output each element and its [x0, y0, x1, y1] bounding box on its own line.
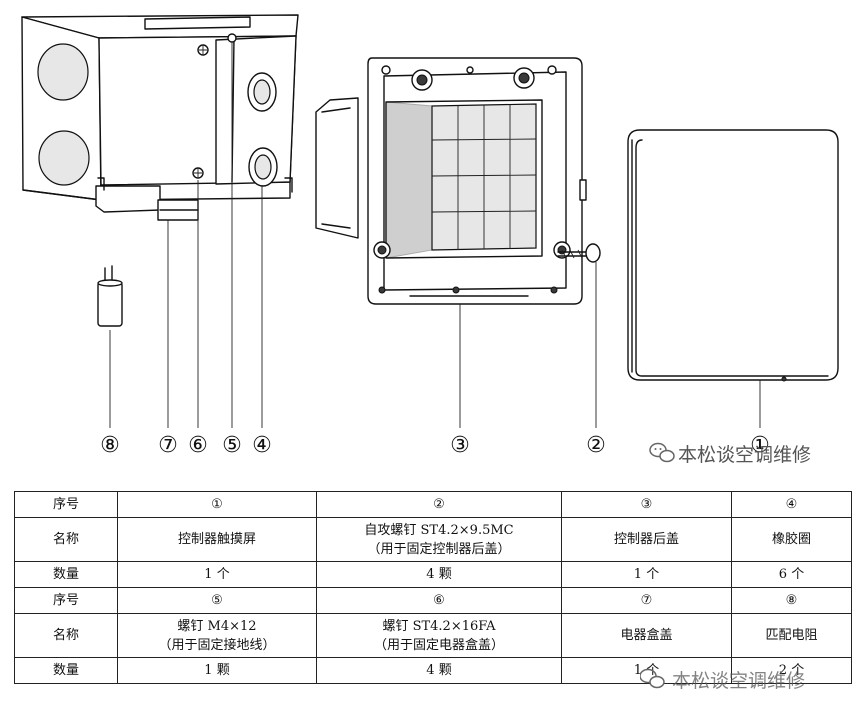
- wechat-logo-icon: [639, 668, 665, 689]
- quantity-cell: 4 颗: [316, 657, 562, 684]
- index-cell: ③: [561, 491, 732, 518]
- quantity-cell: 1 个: [561, 657, 732, 684]
- matching-resistor: [97, 265, 123, 428]
- name-cell: 控制器触摸屏: [117, 517, 317, 562]
- table-row: 序号 ① ② ③ ④: [14, 491, 852, 518]
- table-row: 序号 ⑤ ⑥ ⑦ ⑧: [14, 587, 852, 614]
- table-row: 数量 1 颗 4 颗 1 个 2 个: [14, 657, 852, 684]
- callout-8: ⑧: [100, 433, 120, 458]
- name-cell: 螺钉 ST4.2×16FA （用于固定电器盒盖）: [316, 613, 562, 658]
- row-label-quantity: 数量: [14, 561, 118, 588]
- callout-3: ③: [450, 433, 470, 458]
- touch-screen: [627, 129, 839, 428]
- name-cell: 自攻螺钉 ST4.2×9.5MC （用于固定控制器后盖）: [316, 517, 562, 562]
- self-tapping-screw: [557, 243, 601, 428]
- callout-5: ⑤: [222, 433, 242, 458]
- quantity-cell: 2 个: [731, 657, 852, 684]
- row-label-name: 名称: [14, 517, 118, 562]
- name-cell: 控制器后盖: [561, 517, 732, 562]
- index-cell: ①: [117, 491, 317, 518]
- index-cell: ②: [316, 491, 562, 518]
- box-leader-lines: [167, 42, 263, 428]
- watermark-lower: 本松谈空调维修: [639, 666, 806, 693]
- quantity-cell: 1 颗: [117, 657, 317, 684]
- watermark-text: 本松谈空调维修: [672, 670, 806, 692]
- callout-labels: ⑧ ⑦ ⑥ ⑤ ④ ③ ② ①: [100, 433, 770, 458]
- table-row: 名称 螺钉 M4×12 （用于固定接地线） 螺钉 ST4.2×16FA （用于固…: [14, 613, 852, 658]
- table-row: 数量 1 个 4 颗 1 个 6 个: [14, 561, 852, 588]
- watermark-text: 本松谈空调维修: [678, 444, 811, 466]
- table-row: 名称 控制器触摸屏 自攻螺钉 ST4.2×9.5MC （用于固定控制器后盖） 控…: [14, 517, 852, 562]
- callout-1: ①: [750, 433, 770, 458]
- index-cell: ⑦: [561, 587, 732, 614]
- quantity-cell: 1 个: [561, 561, 732, 588]
- row-label-name: 名称: [14, 613, 118, 658]
- controller-back-cover: [315, 57, 587, 428]
- exploded-view-drawing: ⑧ ⑦ ⑥ ⑤ ④ ③ ② ① 本松谈空调维修: [21, 14, 839, 466]
- parts-table: 序号 ① ② ③ ④ 名称 控制器触摸屏 自攻螺钉 ST4.2×9.5MC （用…: [14, 491, 852, 684]
- name-cell: 螺钉 M4×12 （用于固定接地线）: [117, 613, 317, 658]
- callout-7: ⑦: [158, 433, 178, 458]
- row-label-index: 序号: [14, 587, 118, 614]
- name-cell: 橡胶圈: [731, 517, 852, 562]
- row-label-index: 序号: [14, 491, 118, 518]
- name-cell: 匹配电阻: [731, 613, 852, 658]
- index-cell: ⑥: [316, 587, 562, 614]
- index-cell: ⑧: [731, 587, 852, 614]
- callout-6: ⑥: [188, 433, 208, 458]
- callout-2: ②: [586, 433, 606, 458]
- callout-4: ④: [252, 433, 272, 458]
- name-cell: 电器盒盖: [561, 613, 732, 658]
- electrical-box: [21, 14, 299, 221]
- index-cell: ④: [731, 491, 852, 518]
- row-label-quantity: 数量: [14, 657, 118, 684]
- quantity-cell: 6 个: [731, 561, 852, 588]
- quantity-cell: 4 颗: [316, 561, 562, 588]
- index-cell: ⑤: [117, 587, 317, 614]
- quantity-cell: 1 个: [117, 561, 317, 588]
- watermark-upper: 本松谈空调维修: [649, 442, 811, 466]
- wechat-logo-icon: [649, 442, 675, 463]
